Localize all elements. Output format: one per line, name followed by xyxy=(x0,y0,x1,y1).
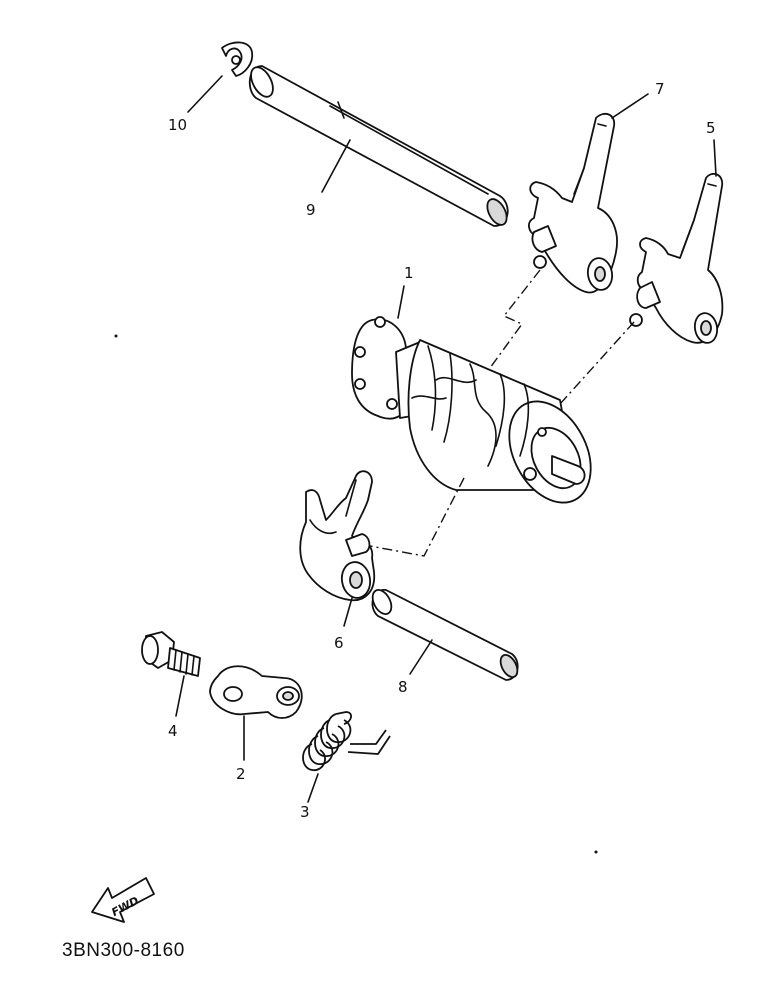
part-9-shift-fork-shaft[interactable] xyxy=(247,64,511,228)
leader-3 xyxy=(307,773,319,803)
part-6-shift-fork[interactable] xyxy=(299,470,376,602)
leader-4 xyxy=(175,675,185,717)
leader-1 xyxy=(397,285,405,319)
part-2-stopper-lever[interactable] xyxy=(209,665,303,719)
callout-3: 3 xyxy=(300,803,310,821)
fwd-arrow-icon: FWD xyxy=(91,877,155,923)
diagram-reference-code: 3BN300-8160 xyxy=(62,940,185,961)
callout-2: 2 xyxy=(236,765,246,783)
stray-dot xyxy=(594,850,598,854)
callout-5: 5 xyxy=(706,119,716,137)
callout-8: 8 xyxy=(398,678,408,696)
callout-9: 9 xyxy=(306,201,316,219)
part-5-shift-fork[interactable] xyxy=(629,172,724,345)
part-3-torsion-spring[interactable] xyxy=(302,711,391,771)
part-1-shift-drum[interactable] xyxy=(351,316,607,517)
callout-1: 1 xyxy=(404,264,414,282)
leader-9 xyxy=(321,139,351,193)
leader-8 xyxy=(409,639,433,675)
leader-6 xyxy=(343,597,353,627)
leader-10 xyxy=(187,75,223,113)
part-4-bolt[interactable] xyxy=(141,631,201,677)
part-10-circlip[interactable] xyxy=(221,41,254,77)
part-8-short-shaft[interactable] xyxy=(369,587,521,681)
leader-5 xyxy=(713,139,717,177)
leader-7 xyxy=(611,93,649,119)
callout-4: 4 xyxy=(168,722,178,740)
callout-6: 6 xyxy=(334,634,344,652)
stray-dot xyxy=(114,334,118,338)
assembly-guide-lines xyxy=(369,269,635,557)
callout-10: 10 xyxy=(168,116,187,134)
callout-7: 7 xyxy=(655,80,665,98)
part-7-shift-fork[interactable] xyxy=(528,112,618,294)
